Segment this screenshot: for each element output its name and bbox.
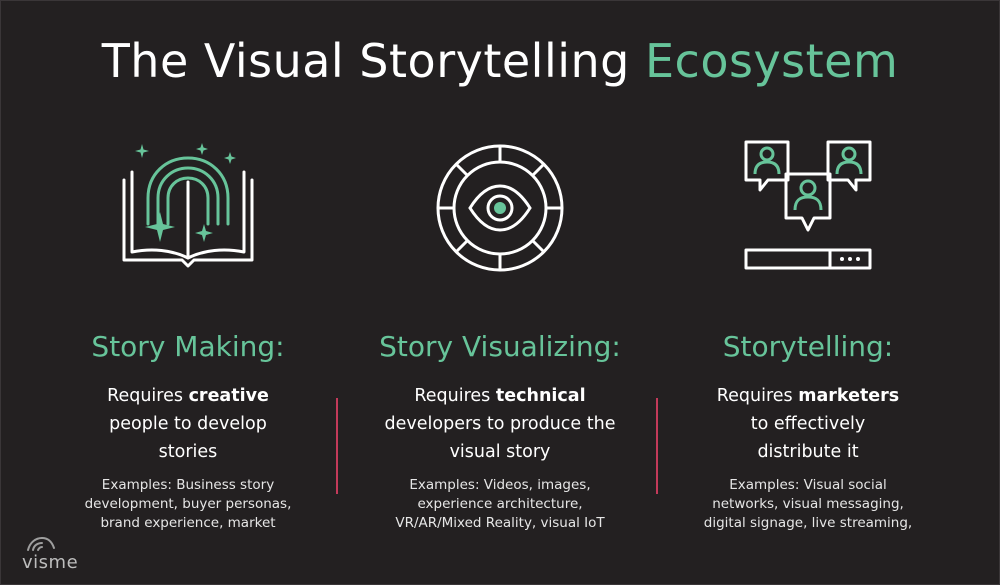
requirement-storytelling: Requires marketers to effectively distri… (716, 386, 900, 462)
open-book-icon (118, 138, 258, 278)
requirement-story-making: Requires creative people to develop stor… (107, 386, 269, 462)
audience-broadcast-icon (738, 138, 878, 278)
examples-story-visualizing: Examples: Videos, images, experience arc… (395, 477, 605, 531)
heading-story-visualizing: Story Visualizing: (379, 330, 621, 363)
visme-mark-icon (27, 537, 55, 551)
examples-story-making: Examples: Business story development, bu… (84, 477, 292, 531)
column-divider (656, 398, 658, 494)
eye-target-icon (430, 138, 570, 278)
column-divider (336, 398, 338, 494)
requirement-story-visualizing: Requires technical developers to produce… (384, 386, 616, 462)
logo-text: visme (22, 552, 79, 573)
heading-storytelling: Storytelling: (722, 330, 894, 363)
heading-story-making: Story Making: (91, 330, 285, 363)
title-accent: Ecosystem (644, 34, 899, 88)
visme-logo: visme (22, 534, 92, 574)
examples-storytelling: Examples: Visual social networks, visual… (703, 477, 913, 531)
page-title: The Visual Storytelling Ecosystem (0, 34, 1000, 88)
title-main: The Visual Storytelling (101, 34, 645, 88)
